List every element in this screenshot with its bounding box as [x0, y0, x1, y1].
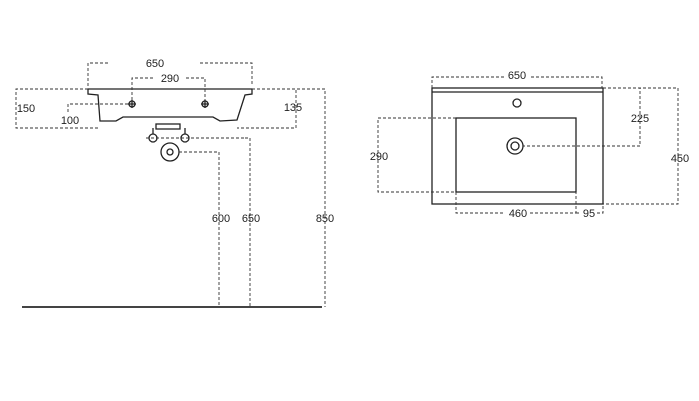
dim-top-tap-offset: 225 — [631, 113, 649, 125]
dim-side-bowl-depth: 100 — [61, 115, 79, 127]
dim-side-front-depth: 135 — [284, 102, 302, 114]
dim-side-overall-width: 650 — [146, 58, 164, 70]
waste-outlet — [155, 123, 181, 130]
drain-pipe-outer — [160, 142, 180, 162]
dim-top-side-margin: 95 — [583, 208, 595, 220]
dim-side-rim-height: 850 — [316, 213, 334, 225]
dim-top-overall-depth: 450 — [671, 153, 689, 165]
drain-inner — [510, 141, 520, 151]
dim-side-tap-spacing: 290 — [161, 73, 179, 85]
dim-top-overall-width: 650 — [508, 70, 526, 82]
tap-hole-left-ring — [128, 100, 136, 108]
dim-top-bowl-width: 460 — [509, 208, 527, 220]
drain-outer — [506, 137, 524, 155]
top-view: 650 225 450 290 460 95 — [370, 70, 689, 220]
tap-hole — [512, 98, 522, 108]
drain-pipe-inner — [166, 148, 174, 156]
tap-hole-right-ring — [201, 100, 209, 108]
dim-side-fixing-height: 650 — [242, 213, 260, 225]
basin-side-outline — [87, 88, 253, 122]
dim-side-top-height: 150 — [17, 103, 35, 115]
side-view: 650 290 150 100 135 850 650 600 — [15, 58, 334, 308]
basin-bowl — [455, 117, 577, 193]
dim-side-waste-height: 600 — [212, 213, 230, 225]
dim-top-bowl-depth: 290 — [370, 151, 388, 163]
